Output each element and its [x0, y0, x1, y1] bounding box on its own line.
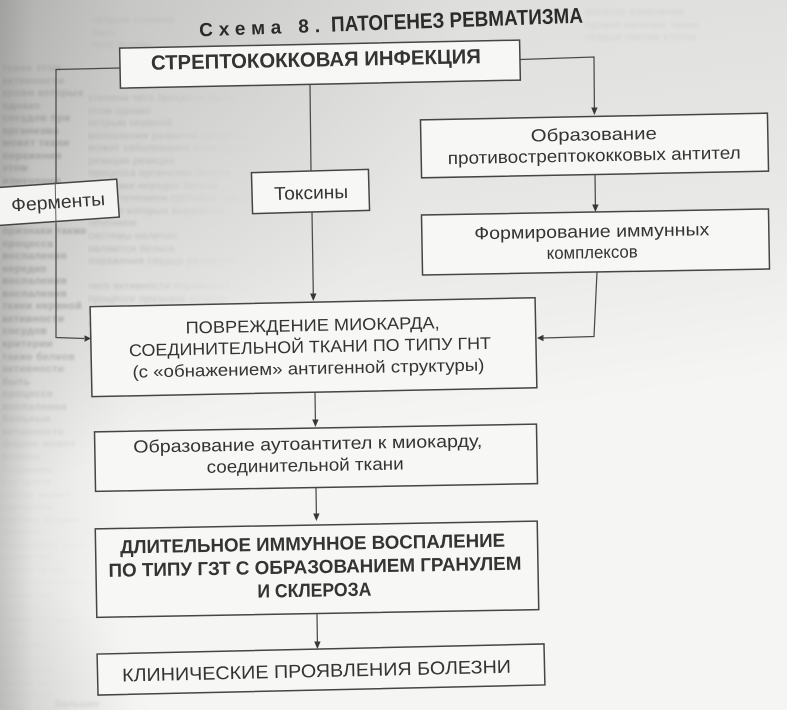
svg-text:ПАТОГЕНЕЗ РЕВМАТИЗМА: ПАТОГЕНЕЗ РЕВМАТИЗМА: [331, 4, 584, 37]
svg-text:Схема 8.: Схема 8.: [199, 16, 321, 41]
svg-text:Формирование иммунныхкомплексо: Формирование иммунныхкомплексов: [474, 219, 710, 264]
svg-text:Образование аутоантител к миок: Образование аутоантител к миокарду,соеди…: [133, 431, 483, 479]
svg-text:Токсины: Токсины: [274, 181, 349, 204]
